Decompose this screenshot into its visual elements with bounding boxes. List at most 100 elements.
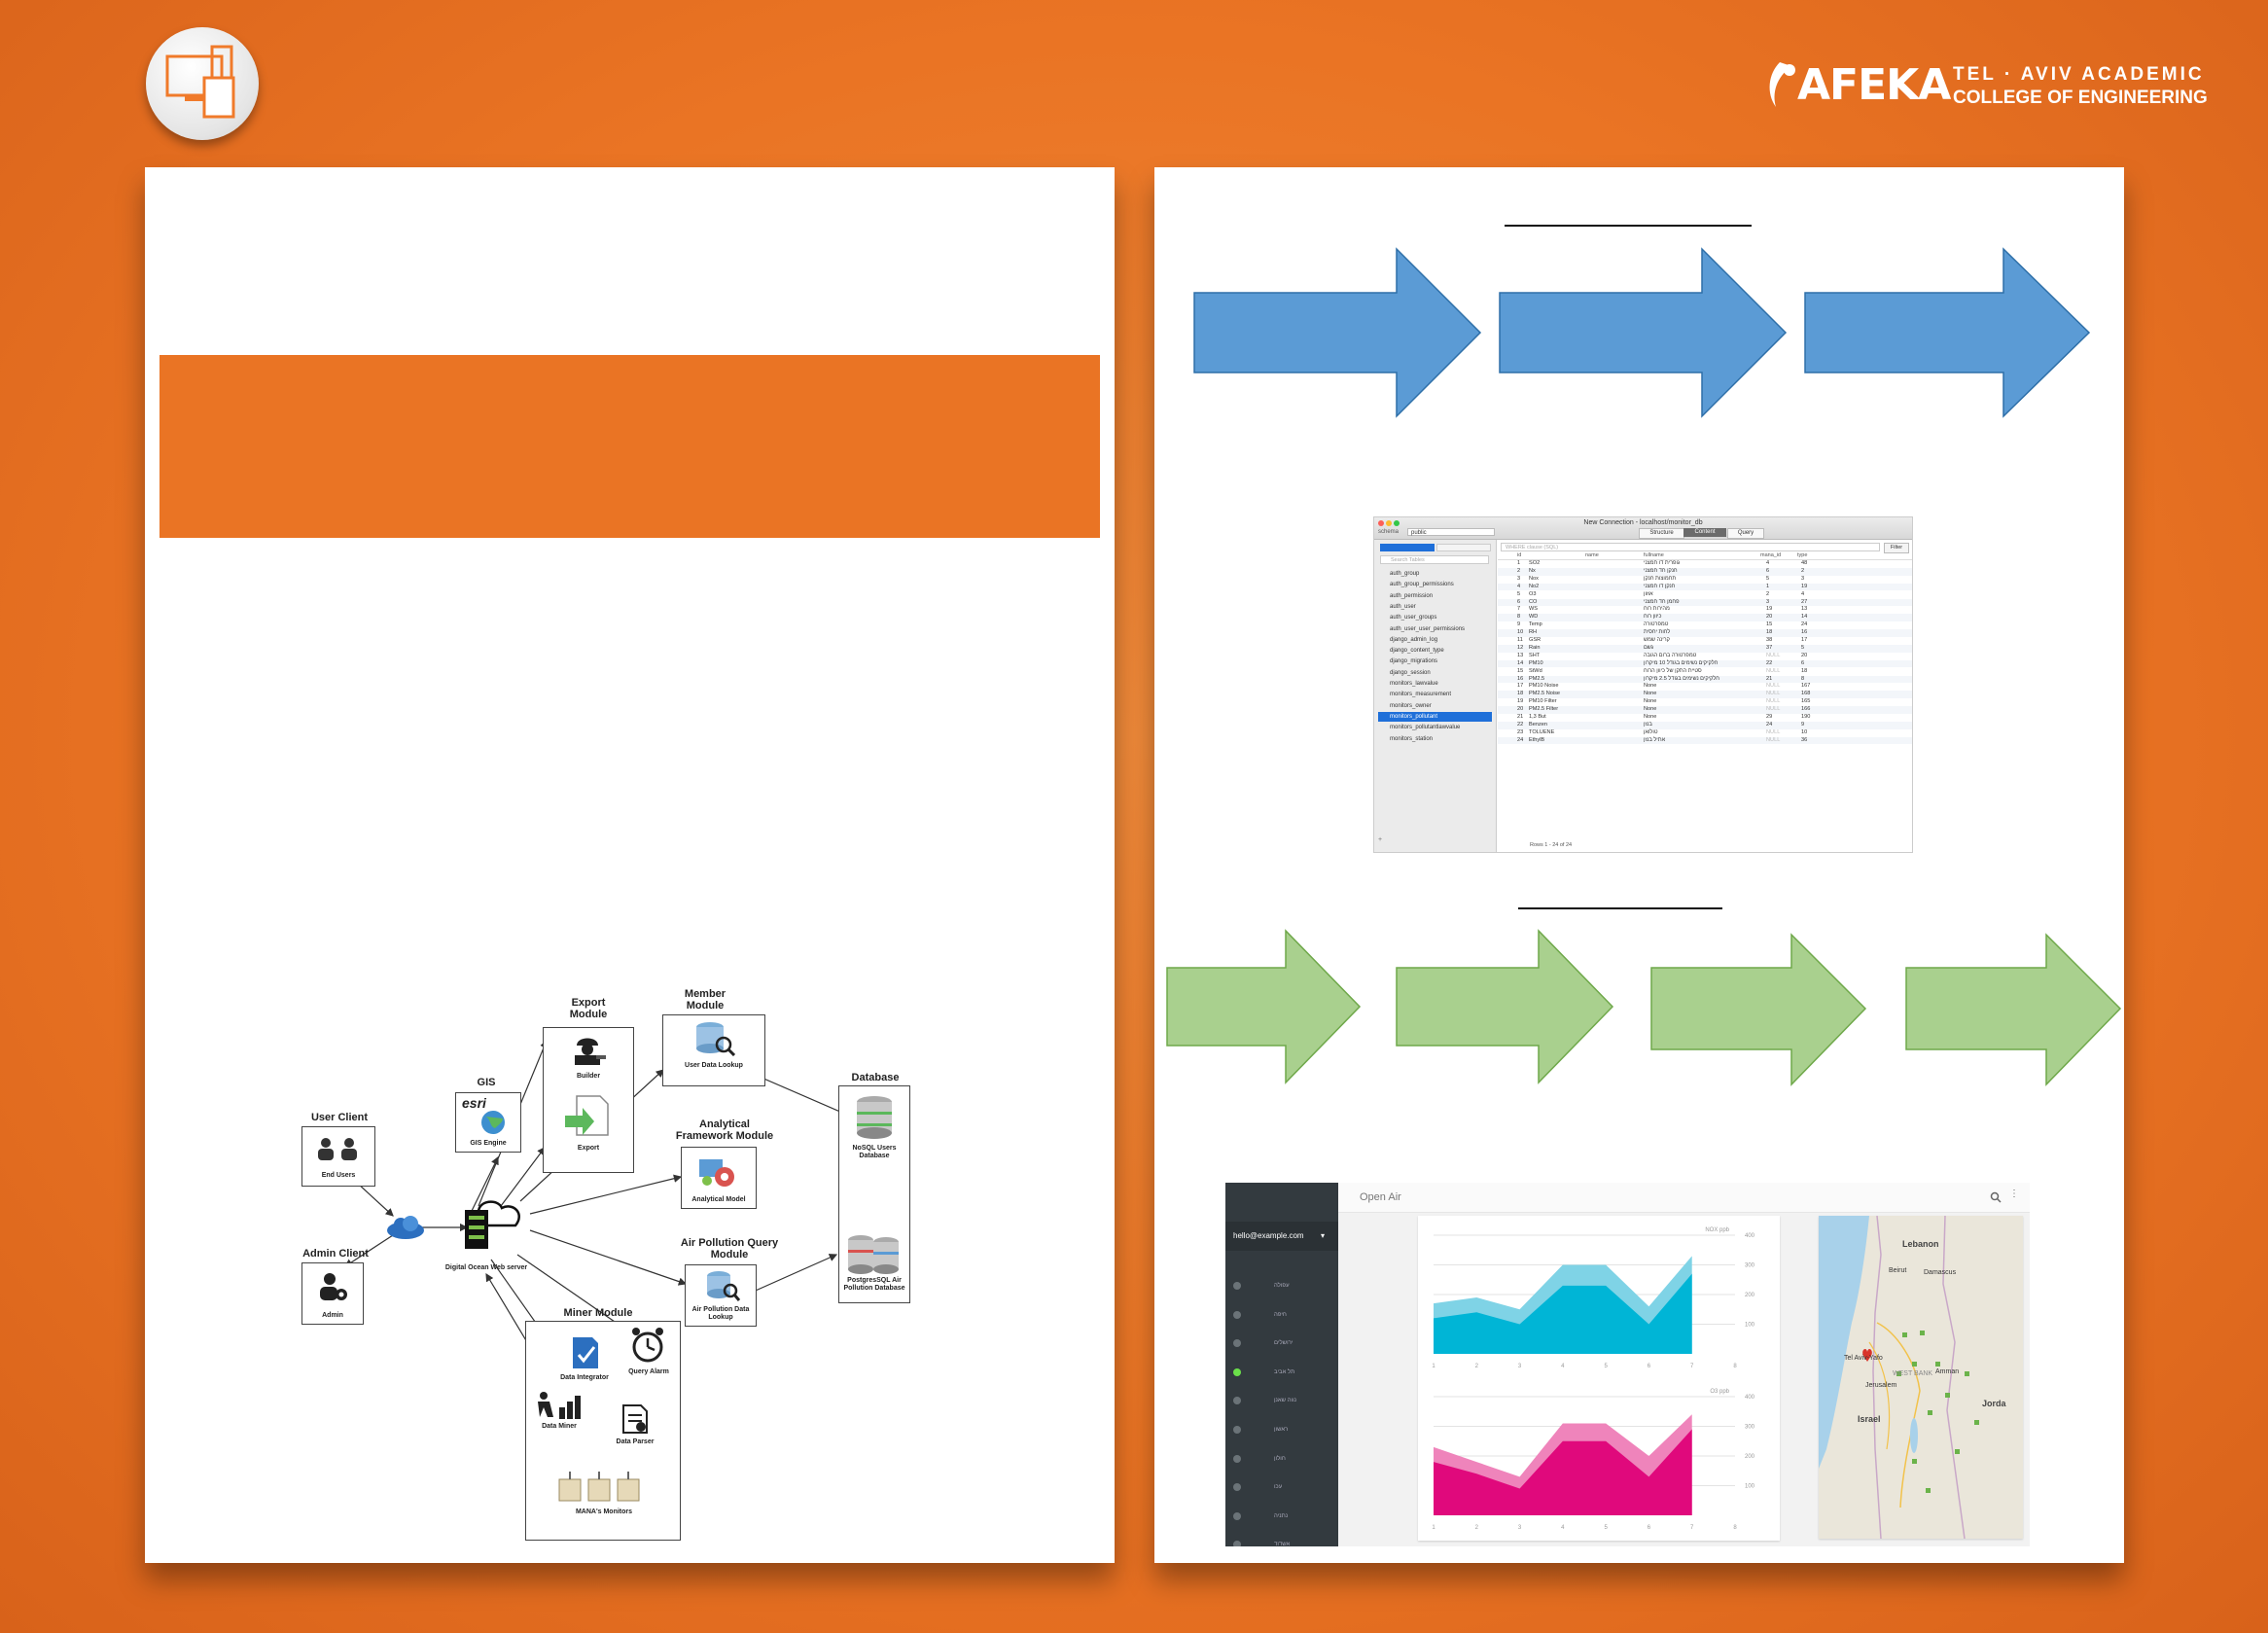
city-nav-item[interactable]: עפולה — [1233, 1280, 1336, 1292]
account-menu[interactable]: hello@example.com ▾ — [1225, 1222, 1338, 1251]
table-cell: חנקן דו חמצני — [1644, 583, 1676, 589]
table-list-item[interactable]: monitors_pollutant — [1378, 711, 1492, 722]
table-list-item[interactable]: django_migrations — [1390, 658, 1438, 665]
table-cell: 166 — [1801, 706, 1811, 713]
table-cell: NULL — [1766, 691, 1781, 697]
table-cell: חלקיקים נשימים בגודל 10 מיקרון — [1644, 659, 1719, 666]
queries-toggle-button[interactable] — [1436, 544, 1491, 551]
map-label-israel: Israel — [1858, 1414, 1881, 1424]
y-tick-label: 400 — [1745, 1395, 1755, 1401]
table-list-item[interactable]: auth_permission — [1390, 592, 1434, 599]
table-list-item[interactable]: monitors_measurement — [1390, 692, 1452, 698]
city-nav-label: עפולה — [1274, 1283, 1290, 1289]
city-nav-item[interactable]: ראשון — [1233, 1424, 1336, 1436]
table-list-item[interactable]: monitors_pollutantlawvalue — [1390, 725, 1461, 731]
table-list-item[interactable]: django_admin_log — [1390, 636, 1438, 643]
account-email: hello@example.com — [1233, 1231, 1304, 1240]
table-list-item[interactable]: monitors_lawvalue — [1390, 681, 1438, 687]
more-options-icon[interactable]: ⋮ — [2009, 1189, 2019, 1199]
db-titlebar: New Connection - localhost/monitor_db sc… — [1374, 517, 1912, 540]
tab-structure[interactable]: Structure — [1639, 528, 1684, 539]
tab-query[interactable]: Query — [1727, 528, 1764, 539]
table-cell: 4 — [1766, 560, 1770, 566]
table-list-item[interactable]: monitors_owner — [1390, 702, 1432, 709]
israel-map[interactable]: Lebanon Beirut Damascus Tel Aviv-Yafo Je… — [1819, 1216, 2023, 1539]
table-list-item[interactable]: django_session — [1390, 669, 1431, 676]
col-header-fullname[interactable]: fullname — [1644, 552, 1664, 558]
city-nav-item[interactable]: חולון — [1233, 1453, 1336, 1465]
table-list-item[interactable]: auth_user_groups — [1390, 615, 1437, 621]
col-header-type[interactable]: type — [1797, 552, 1808, 558]
filter-button[interactable]: Filter — [1884, 543, 1909, 553]
table-cell: 5 — [1517, 590, 1521, 597]
member-module-box: User Data Lookup — [662, 1014, 765, 1086]
table-cell: None — [1644, 706, 1657, 713]
chevron-down-icon[interactable]: ▾ — [1321, 1231, 1326, 1240]
table-list-item[interactable]: monitors_station — [1390, 735, 1434, 742]
x-tick-label: 1 — [1432, 1364, 1435, 1369]
col-header-mana-id[interactable]: mana_id — [1760, 552, 1782, 558]
tab-content[interactable]: Content — [1683, 528, 1726, 537]
city-nav-item[interactable]: חיפה — [1233, 1309, 1336, 1321]
close-window-icon[interactable] — [1378, 520, 1384, 526]
tables-toggle-button[interactable] — [1380, 544, 1435, 551]
add-table-icon[interactable]: + — [1378, 836, 1383, 843]
schema-select[interactable]: public — [1407, 528, 1495, 536]
table-list-item[interactable]: auth_user_user_permissions — [1390, 625, 1466, 632]
search-icon[interactable] — [1990, 1191, 2002, 1203]
city-nav-item[interactable]: נתניה — [1233, 1510, 1336, 1522]
city-nav-item[interactable]: עכו — [1233, 1481, 1336, 1493]
air-query-module-box: Air Pollution Data Lookup — [685, 1264, 757, 1327]
col-header-name[interactable]: name — [1585, 552, 1599, 558]
table-list-item[interactable]: auth_user — [1390, 603, 1416, 610]
y-tick-label: 200 — [1745, 1454, 1755, 1460]
city-nav-item[interactable]: נווה שאנן — [1233, 1395, 1336, 1406]
afeka-swoosh-icon — [1769, 62, 1795, 107]
city-nav-label: עכו — [1274, 1484, 1283, 1491]
table-cell: 6 — [1766, 567, 1770, 574]
table-search-input[interactable]: Search Tables — [1380, 555, 1489, 564]
city-nav-item[interactable]: תל אביב — [1233, 1367, 1336, 1378]
city-nav-item[interactable]: ירושלים — [1233, 1337, 1336, 1349]
table-list-item[interactable]: django_content_type — [1390, 648, 1444, 655]
x-tick-label: 7 — [1690, 1525, 1694, 1531]
table-list-item[interactable]: auth_group — [1390, 571, 1420, 577]
where-filter-input[interactable]: WHERE clause (SQL) — [1501, 543, 1880, 551]
col-header-id[interactable]: id — [1517, 552, 1522, 558]
database-browser-screenshot: New Connection - localhost/monitor_db sc… — [1373, 516, 1913, 853]
x-tick-label: 5 — [1604, 1364, 1608, 1369]
user-data-lookup-label: User Data Lookup — [685, 1062, 743, 1069]
postgres-db-label: PostgresSQL Air Pollution Database — [843, 1277, 905, 1292]
data-parser-icon — [622, 1404, 648, 1434]
db-window-title: New Connection - localhost/monitor_db — [1583, 519, 1703, 526]
gis-label: GIS — [477, 1077, 496, 1088]
minimize-window-icon[interactable] — [1386, 520, 1392, 526]
table-list-item[interactable]: auth_group_permissions — [1390, 582, 1454, 588]
city-nav-item[interactable]: אשדוד — [1233, 1539, 1336, 1546]
maximize-window-icon[interactable] — [1394, 520, 1400, 526]
